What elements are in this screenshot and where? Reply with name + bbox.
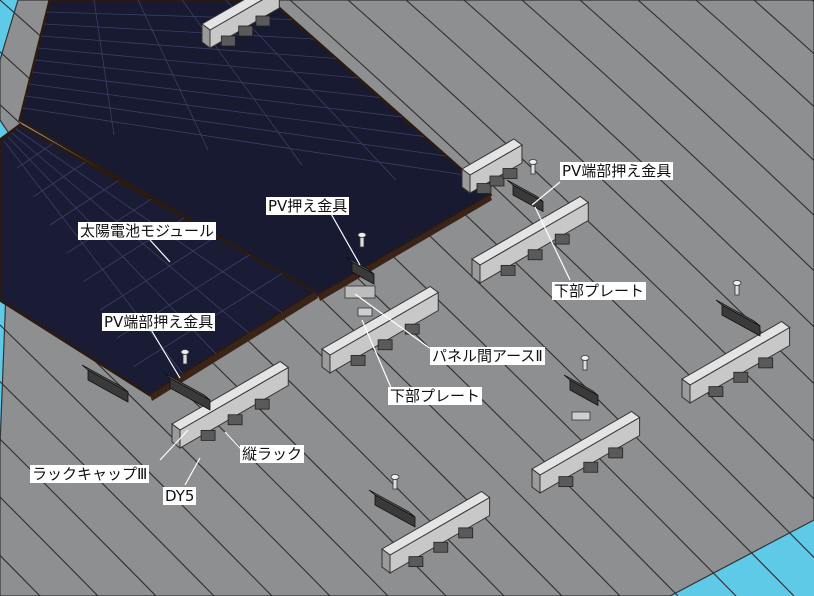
- leader-vertical-rack: [224, 431, 243, 451]
- bolt-bottom: [390, 474, 400, 490]
- label-pv-clamp-end-top: PV端部押え金具: [560, 162, 674, 180]
- leader-lower-plate-center: [361, 319, 393, 391]
- bolt-center: [357, 232, 367, 248]
- earth-plate: [344, 285, 376, 299]
- cell-line: [34, 59, 381, 98]
- pv-clamp-mid-right: [563, 374, 599, 407]
- leader-lower-plate-right: [534, 206, 571, 281]
- roof-seam: [0, 380, 215, 596]
- leader-solar-module: [149, 239, 171, 263]
- pv-end-clamp-far-right: [715, 299, 761, 337]
- label-pv-clamp-end-left: PV端部押え金具: [102, 313, 216, 331]
- rack-right: [471, 195, 590, 284]
- pv-end-clamp-panel-edge: [81, 364, 129, 403]
- pv-end-clamp-left: [163, 372, 211, 411]
- pv-clamp-center: [345, 256, 375, 285]
- label-solar-module: 太陽電池モジュール: [78, 222, 216, 240]
- rack-center: [321, 285, 440, 374]
- cell-line: [25, 95, 447, 157]
- rack-top: [201, 0, 280, 49]
- roof-seam: [289, 0, 814, 500]
- leader-pv-clamp-end-left: [149, 327, 181, 379]
- lower-plate-mid: [571, 411, 591, 421]
- roof-seam: [579, 0, 814, 217]
- label-dy5: DY5: [163, 487, 197, 505]
- label-lower-plate-center: 下部プレート: [388, 387, 483, 405]
- rack-group: [171, 0, 791, 574]
- cell-line: [15, 128, 283, 313]
- cell-line: [3, 140, 184, 375]
- roof-seam: [0, 268, 331, 596]
- roof-seam: [0, 438, 157, 596]
- cell-line: [40, 35, 337, 59]
- roof-seam: [637, 0, 814, 162]
- label-panel-earth: パネル間アースⅡ: [430, 347, 545, 365]
- cell-line: [16, 143, 54, 169]
- rack-bottom: [381, 490, 491, 574]
- leader-rack-cap: [159, 429, 189, 461]
- rack-far-right: [681, 320, 791, 404]
- label-rack-cap: ラックキャップⅢ: [30, 465, 150, 483]
- cell-line: [22, 107, 469, 176]
- bolt-far-right: [732, 280, 742, 296]
- pv-end-clamp-top: [506, 179, 544, 213]
- bolt-mid-right: [580, 355, 590, 371]
- cell-line: [28, 83, 425, 137]
- rack-front: [171, 360, 290, 449]
- roof-seam: [347, 0, 814, 442]
- leader-pv-clamp: [329, 211, 361, 266]
- leader-pv-clamp-end-top: [531, 181, 561, 206]
- cell-line: [31, 71, 403, 118]
- roof-seam: [521, 0, 814, 272]
- leader-lines: [149, 181, 571, 486]
- rack-upper-right: [461, 138, 523, 194]
- cell-line: [37, 47, 359, 79]
- bolt-top-right: [528, 159, 538, 175]
- cell-line: [49, 180, 119, 226]
- pv-end-clamp-bottom: [368, 489, 416, 528]
- roof-seam: [405, 0, 814, 385]
- lower-plate: [357, 307, 373, 317]
- bolt-left: [180, 349, 190, 365]
- hardware-group: [81, 159, 761, 528]
- roof-seam: [463, 0, 814, 328]
- cell-line: [43, 23, 315, 40]
- leader-dy5: [184, 457, 201, 486]
- leader-panel-earth: [354, 293, 436, 353]
- cell-line: [99, 235, 217, 311]
- label-lower-plate-right: 下部プレート: [552, 282, 647, 300]
- roof-seam: [695, 0, 814, 108]
- label-pv-clamp: PV押え金具: [266, 197, 350, 215]
- rack-mid-right: [531, 410, 641, 494]
- label-vertical-rack: 縦ラック: [240, 445, 305, 463]
